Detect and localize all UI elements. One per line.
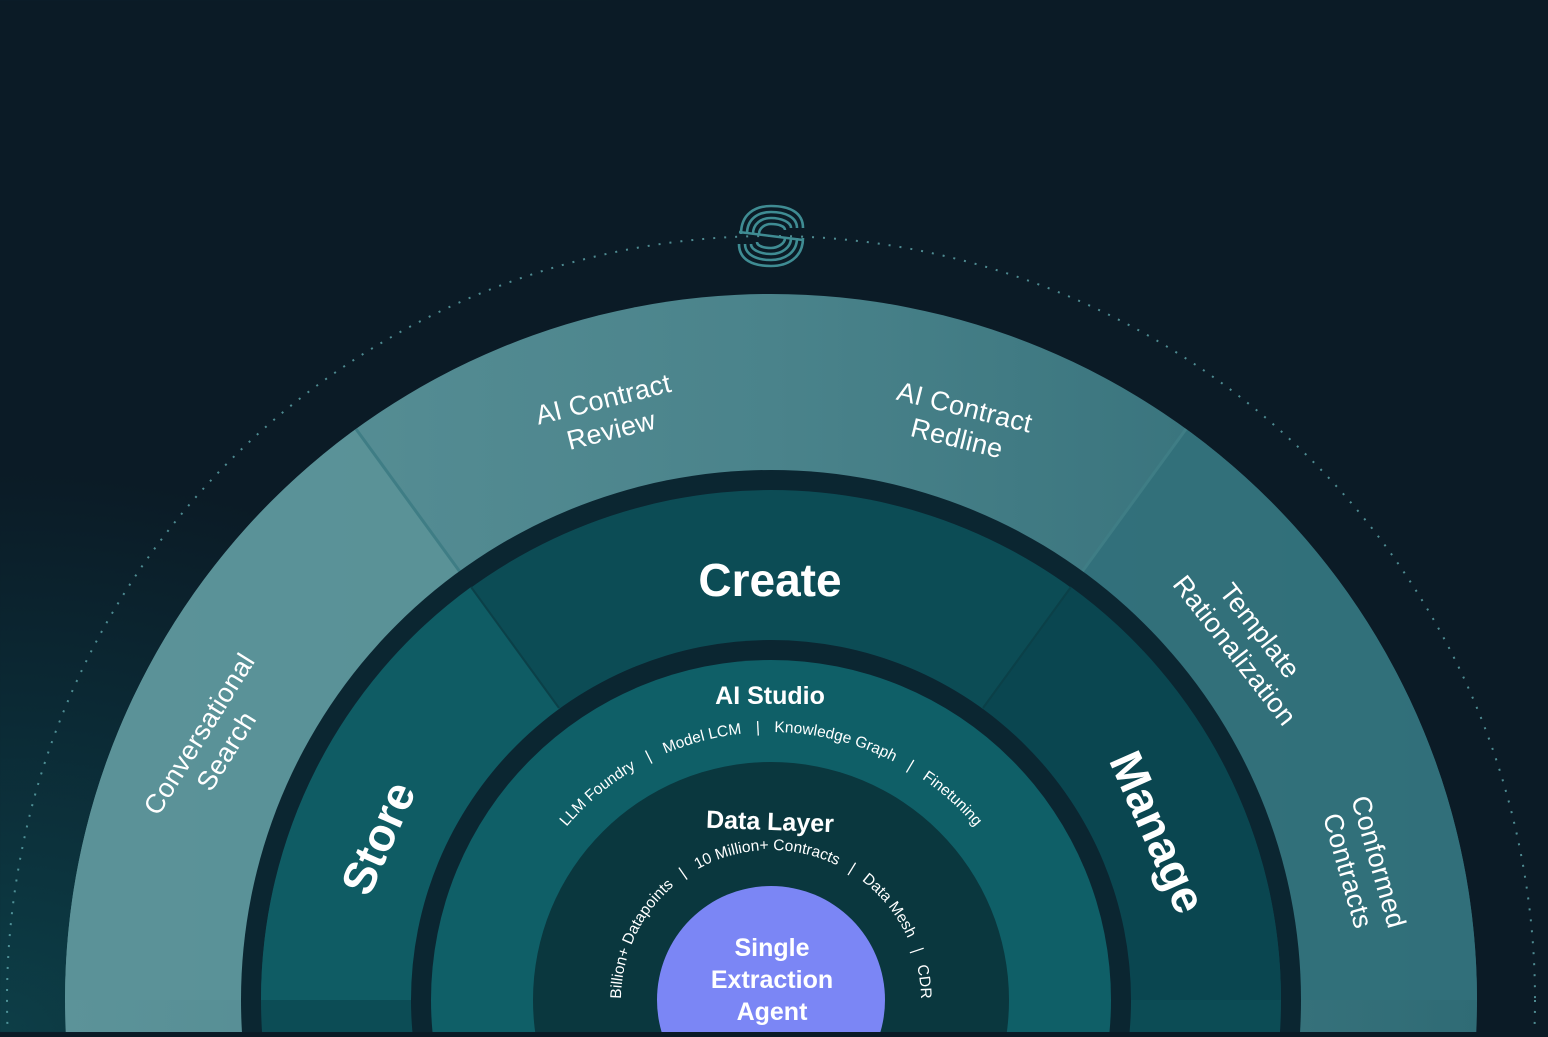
concentric-s-logo-icon: [737, 204, 805, 268]
outer-divider-left: [354, 428, 473, 588]
core-circle: [657, 886, 885, 1037]
orbit-dotted-ring: [6, 235, 1536, 1037]
pillar-label-create: Create: [698, 554, 841, 606]
core-label-line-3: Agent: [737, 998, 809, 1026]
ai-studio-title: AI Studio: [715, 682, 825, 710]
pillar-divider-left: [470, 586, 560, 709]
outer-divider-right: [1069, 428, 1188, 588]
data-layer-title: Data Layer: [706, 806, 835, 838]
core-label-line-2: Extraction: [711, 966, 833, 994]
pillar-divider-right: [982, 586, 1072, 709]
core-label-line-1: Single: [734, 934, 809, 962]
